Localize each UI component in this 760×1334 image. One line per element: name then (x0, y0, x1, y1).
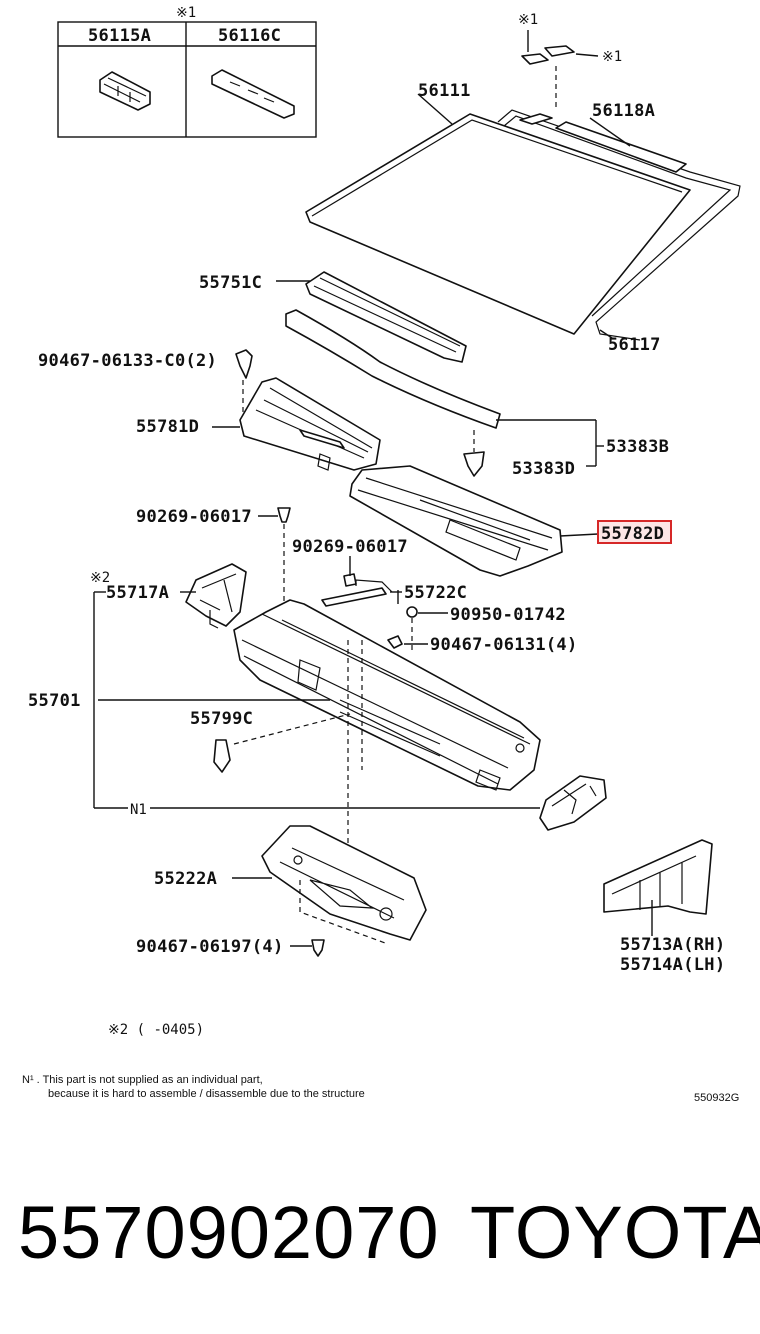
footer: 5570902070 TOYOTA (0, 1190, 760, 1280)
label-53383D: 53383D (512, 459, 575, 479)
label-N1: N1 (130, 802, 147, 818)
label-90467-06133: 90467-06133-C0(2) (38, 351, 217, 371)
moulding-56118A: 56118A (519, 101, 687, 173)
label-55751C: 55751C (199, 273, 262, 293)
label-55713A: 55713A(RH) (620, 935, 725, 955)
label-55701: 55701 (28, 691, 81, 711)
bracket-55722C: 55722C (321, 579, 467, 607)
label-55781D: 55781D (136, 417, 199, 437)
cowl-panel-55701: 55701 N1 (28, 591, 541, 818)
highlight-box-55782D (597, 520, 672, 544)
bracket-N1 (539, 775, 607, 831)
cowl-top-55781D: 55781D (136, 377, 381, 471)
label-mark-2: ※2 (90, 570, 110, 586)
clip-table: ※1 56115A 56116C (57, 5, 317, 138)
label-90467-06197: 90467-06197(4) (136, 937, 284, 957)
label-mark-top-right-1: ※1 (518, 12, 538, 28)
label-56115A: 56115A (88, 26, 151, 46)
clip-53383D: 53383D (463, 430, 575, 479)
bracket-55717A: ※2 55717A (90, 563, 247, 629)
label-55799C: 55799C (190, 709, 253, 729)
clip-90467-06131: 90467-06131(4) (387, 635, 578, 655)
label-90269-06017-a: 90269-06017 (136, 507, 252, 527)
label-53383B: 53383B (606, 437, 669, 457)
note-mark-2: ※2 ( -0405) (108, 1022, 204, 1038)
highlight-fill-55782D (598, 521, 671, 543)
clip-90467-06197: 90467-06197(4) (136, 937, 325, 957)
label-55717A: 55717A (106, 583, 169, 603)
label-56117: 56117 (608, 335, 661, 355)
screw-90269-06017-b: 90269-06017 (292, 537, 408, 587)
label-90269-06017-b: 90269-06017 (292, 537, 408, 557)
label-56118A: 56118A (592, 101, 655, 121)
label-mark-top-box: ※1 (176, 5, 196, 21)
windshield-56111: 56111 (305, 81, 691, 335)
diagram-code: 550932G (694, 1092, 739, 1104)
panel-55222A: 55222A (154, 825, 427, 945)
seal-55751C: 55751C (199, 271, 467, 363)
label-55782D: 55782D (601, 524, 664, 544)
clip-56116C-drawing (211, 69, 295, 119)
bracket-55799C: 55799C (190, 709, 351, 773)
footer-part-number: 5570902070 (18, 1191, 440, 1274)
note-n1-line-2: because it is hard to assemble / disasse… (48, 1088, 365, 1100)
label-90467-06131: 90467-06131(4) (430, 635, 578, 655)
small-clips-top (521, 30, 599, 110)
cowl-top-55782D: 55782D (349, 465, 672, 577)
note-n1-line-1: N¹ . This part is not supplied as an ind… (22, 1074, 263, 1086)
label-55722C: 55722C (404, 583, 467, 603)
label-mark-top-right-2: ※1 (602, 49, 622, 65)
label-56111: 56111 (418, 81, 471, 101)
clip-56115A-drawing (99, 71, 151, 111)
clip-90467-06133: 90467-06133-C0(2) (38, 349, 253, 412)
panel-55713A: 55713A(RH) 55714A(LH) (603, 839, 725, 975)
label-90950-01742: 90950-01742 (450, 605, 566, 625)
label-55222A: 55222A (154, 869, 217, 889)
label-55714A: 55714A(LH) (620, 955, 725, 975)
footer-brand: TOYOTA (470, 1191, 760, 1274)
label-56116C: 56116C (218, 26, 281, 46)
screw-90269-06017-a: 90269-06017 (136, 507, 291, 630)
plug-90950-01742: 90950-01742 (406, 605, 566, 650)
seal-53383B: 53383B (285, 309, 669, 467)
